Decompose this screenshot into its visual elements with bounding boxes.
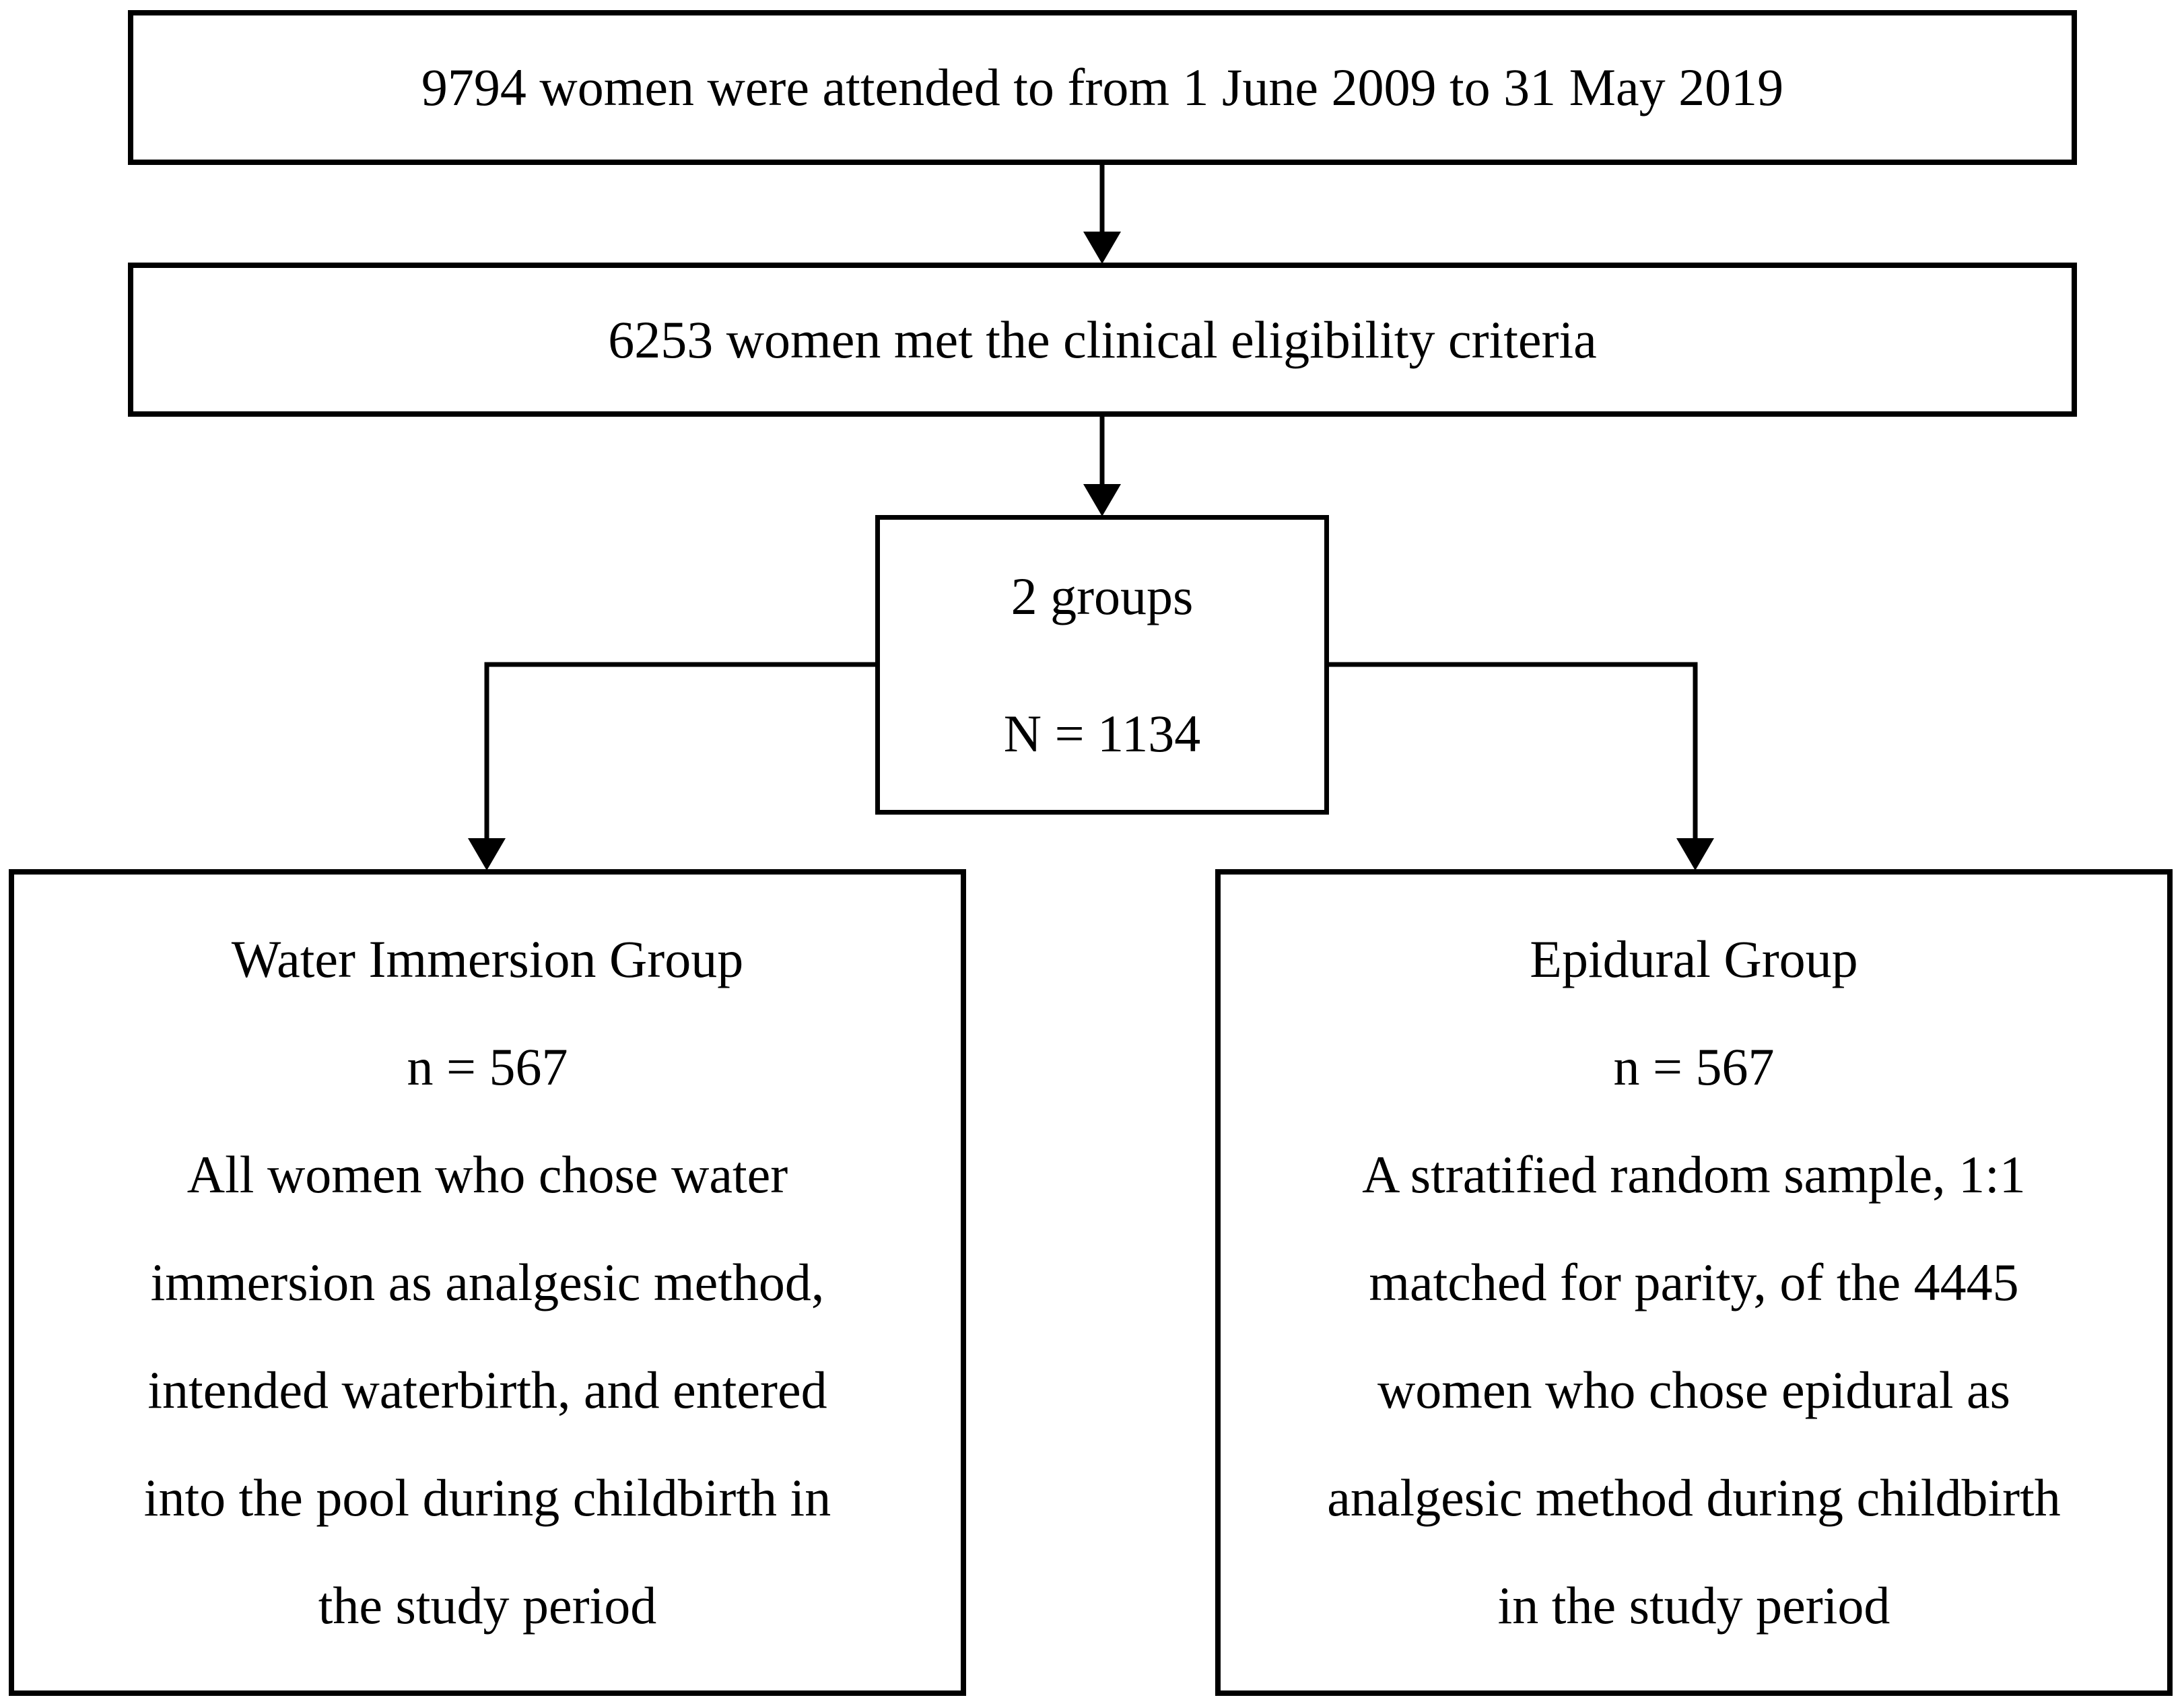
epidural-group-n: n = 567 <box>1613 1037 1775 1097</box>
box-epidural-group: Epidural Group n = 567 A stratified rand… <box>1215 869 2173 1696</box>
arrow-attended-to-eligibility <box>1083 164 1121 264</box>
box-groups-line2: N = 1134 <box>1003 704 1201 763</box>
box-attended-text: 9794 women were attended to from 1 June … <box>421 58 1784 116</box>
description-line: All women who chose water <box>186 1145 788 1204</box>
description-line: analgesic method during childbirth <box>1327 1468 2061 1527</box>
arrowhead-down-icon <box>1083 484 1121 516</box>
branch-groups-to-water <box>468 662 877 870</box>
epidural-group-title: Epidural Group <box>1530 930 1858 989</box>
description-line: immersion as analgesic method, <box>150 1253 825 1312</box>
description-line: women who chose epidural as <box>1377 1360 2011 1419</box>
box-water-immersion-group: Water Immersion Group n = 567 All women … <box>9 869 966 1696</box>
branch-groups-to-epidural <box>1328 662 1714 870</box>
arrow-eligibility-to-groups <box>1083 415 1121 516</box>
description-line: intended waterbirth, and entered <box>147 1360 827 1419</box>
water-group-n: n = 567 <box>407 1037 568 1097</box>
box-groups: 2 groups N = 1134 <box>875 515 1329 815</box>
box-attended: 9794 women were attended to from 1 June … <box>128 10 2077 165</box>
box-groups-line1: 2 groups <box>1011 566 1194 625</box>
description-line: in the study period <box>1497 1575 1890 1635</box>
water-group-title: Water Immersion Group <box>231 930 744 989</box>
arrowhead-down-icon <box>1676 838 1714 870</box>
description-line: A stratified random sample, 1:1 <box>1362 1145 2026 1204</box>
arrowhead-down-icon <box>1083 232 1121 264</box>
description-line: the study period <box>318 1575 657 1635</box>
description-line: matched for parity, of the 4445 <box>1369 1253 2019 1312</box>
box-eligibility: 6253 women met the clinical eligibility … <box>128 263 2077 417</box>
description-line: into the pool during childbirth in <box>143 1468 831 1527</box>
arrowhead-down-icon <box>468 838 506 870</box>
box-eligibility-text: 6253 women met the clinical eligibility … <box>608 310 1597 369</box>
